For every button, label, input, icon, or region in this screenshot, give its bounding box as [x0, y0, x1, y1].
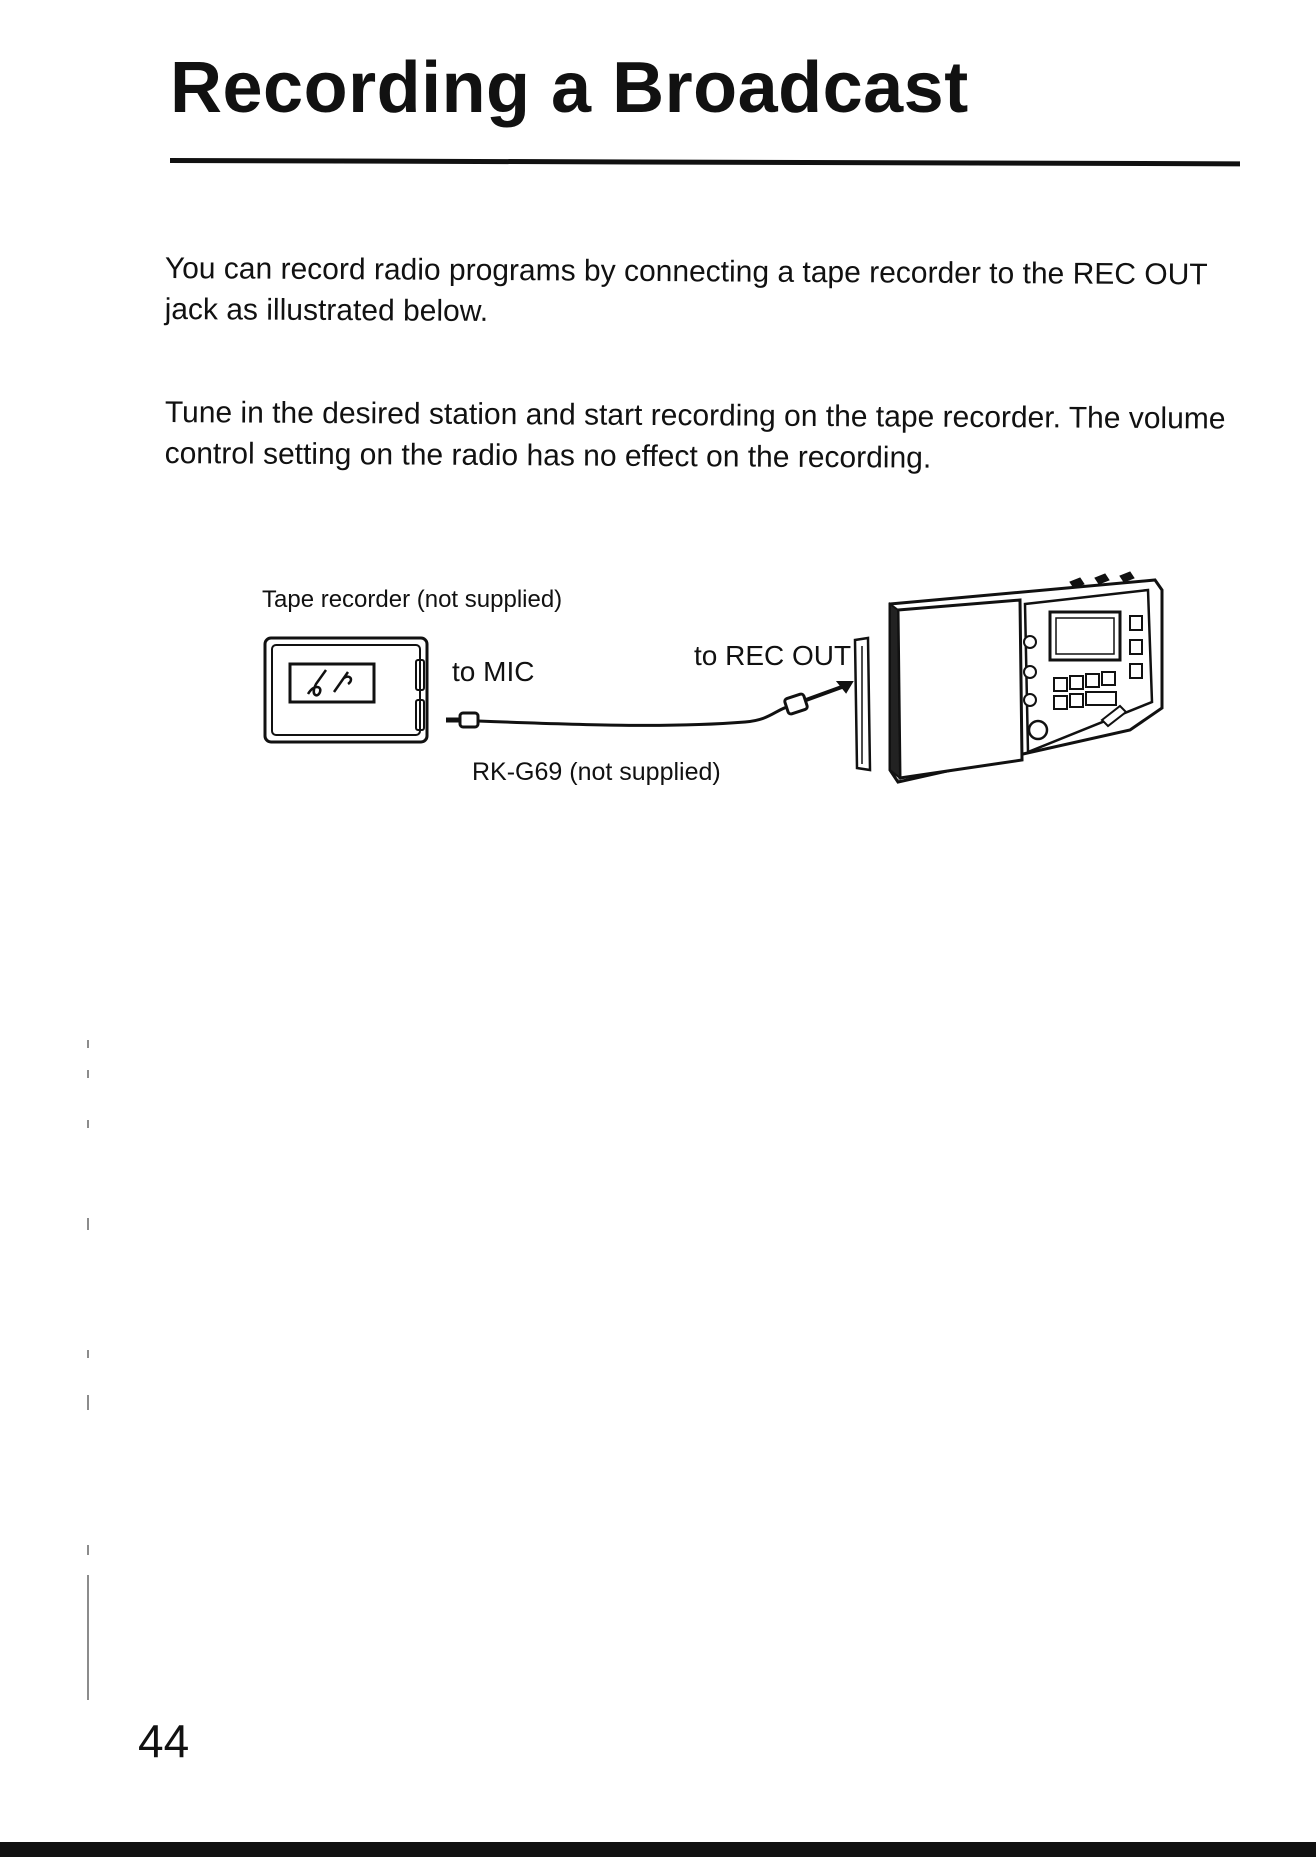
- connection-illustration: [263, 571, 1164, 784]
- instruction-paragraph: Tune in the desired station and start re…: [164, 395, 1226, 475]
- page-number: 44: [138, 1715, 190, 1767]
- page-title: Recording a Broadcast: [170, 48, 969, 128]
- radio-illustration: [853, 571, 1164, 784]
- title-divider: [169, 158, 1241, 167]
- connection-diagram: Tape recorder (not supplied) to MIC to R…: [250, 560, 1170, 810]
- tape-recorder-illustration: [263, 636, 429, 744]
- rec-out-label: to REC OUT: [694, 640, 852, 671]
- mic-label: to MIC: [452, 656, 535, 687]
- scan-bottom-edge: [0, 1842, 1316, 1857]
- tape-recorder-label: Tape recorder (not supplied): [262, 586, 563, 613]
- cable-label: RK-G69 (not supplied): [472, 758, 721, 786]
- cable-illustration: [446, 681, 854, 729]
- binding-margin-marks: [87, 1040, 89, 1700]
- intro-paragraph: You can record radio programs by connect…: [164, 251, 1208, 328]
